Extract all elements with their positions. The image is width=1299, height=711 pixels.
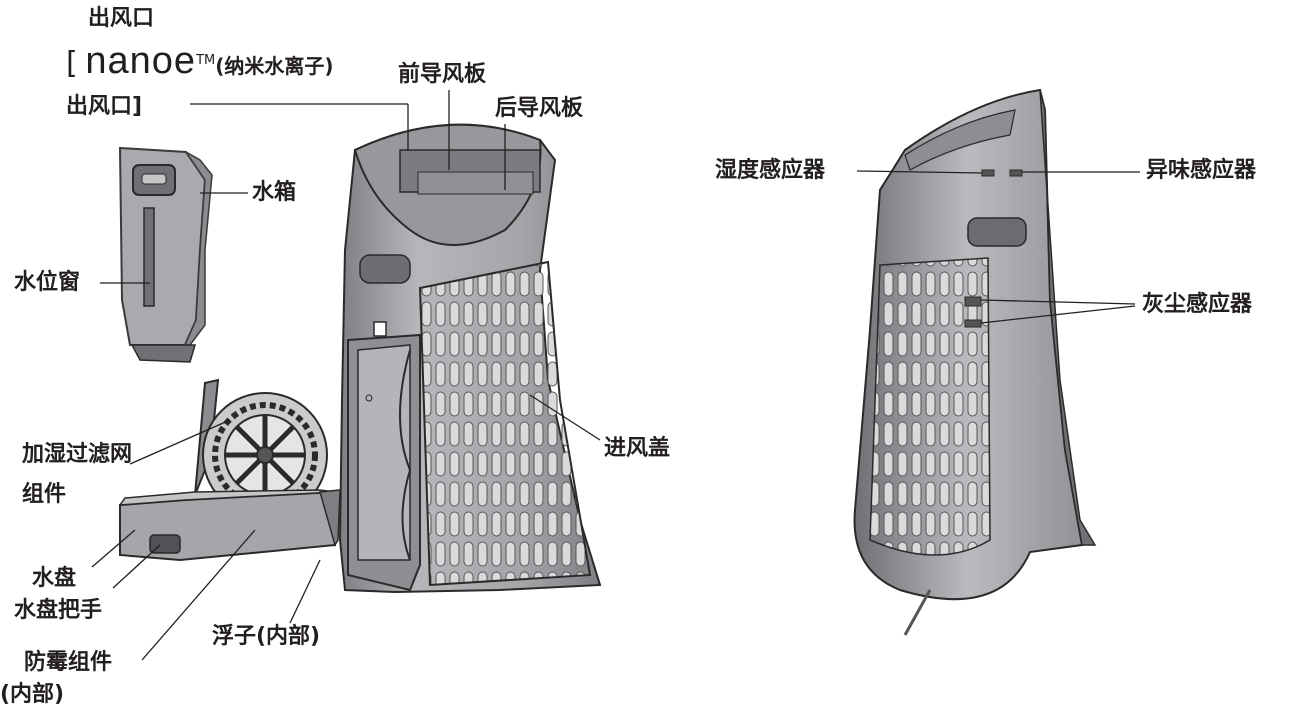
main-body-rear: [338, 123, 602, 594]
mold-label-2: (内部): [0, 682, 65, 707]
dust-sensor-label: 灰尘感应器: [1142, 292, 1253, 317]
water-tray: [118, 489, 341, 562]
outlet-label: 出风口: [88, 6, 155, 31]
front-louver-label: 前导风板: [398, 62, 487, 87]
outlet-label-2: 出风口]: [66, 94, 143, 119]
float-label: 浮子(内部): [212, 624, 321, 649]
filter-assembly: [194, 378, 328, 518]
nanoe-outlet-label: [ nanoeTM(纳米水离子): [66, 42, 334, 81]
nanoe-brand: nanoe: [85, 40, 197, 82]
nanoe-chinese: (纳米水离子): [215, 54, 334, 78]
tray-handle-label: 水盘把手: [14, 598, 103, 623]
water-tank-label: 水箱: [252, 180, 297, 205]
rear-louver-label: 后导风板: [495, 96, 584, 121]
odor-sensor-label: 异味感应器: [1146, 158, 1257, 183]
mold-label-1: 防霉组件: [24, 650, 113, 675]
filter-label-1: 加湿过滤网: [22, 442, 133, 467]
humidity-sensor-label: 湿度感应器: [715, 158, 826, 183]
water-window-label: 水位窗: [14, 270, 81, 295]
main-body-side: [853, 88, 1097, 636]
filter-label-2: 组件: [22, 482, 67, 507]
intake-cover-label: 进风盖: [604, 436, 671, 461]
bracket-open: [: [66, 46, 78, 81]
leader-lines: [91, 90, 1140, 661]
water-tank: [118, 146, 213, 363]
water-tray-label: 水盘: [32, 566, 77, 591]
trademark-symbol: TM: [196, 53, 216, 68]
